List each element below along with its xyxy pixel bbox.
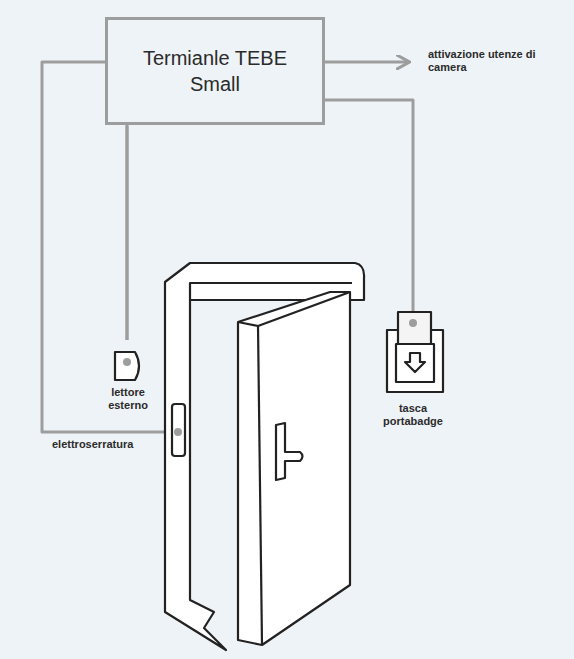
external-reader	[115, 352, 139, 380]
reader-wire	[126, 125, 129, 340]
electric-lock	[172, 404, 185, 456]
door-leaf-edge	[258, 326, 262, 645]
door-handle	[276, 423, 303, 480]
part-label: attivazione utenze di camera	[428, 48, 546, 74]
door	[115, 263, 443, 650]
part-label: tasca portabadge	[380, 402, 446, 428]
reader-dot	[123, 358, 131, 366]
box-title: Termianle TEBE Small	[130, 45, 300, 97]
door-leaf-top	[238, 292, 350, 326]
pocket-dot	[409, 319, 417, 327]
badge-card	[398, 312, 431, 344]
door-leaf	[238, 292, 350, 645]
utilities-arrow	[325, 61, 408, 64]
reader-wire-top	[126, 126, 129, 340]
pocket-wire-end	[412, 320, 415, 326]
part-label: elettroserratura	[52, 438, 162, 451]
insert-arrow	[405, 353, 425, 372]
pocket-slot	[396, 344, 434, 382]
door-frame	[165, 263, 364, 650]
terminal-box: Termianle TEBE Small	[105, 17, 325, 125]
part-label: lettore esterno	[102, 386, 154, 412]
lock-dot	[174, 428, 182, 436]
